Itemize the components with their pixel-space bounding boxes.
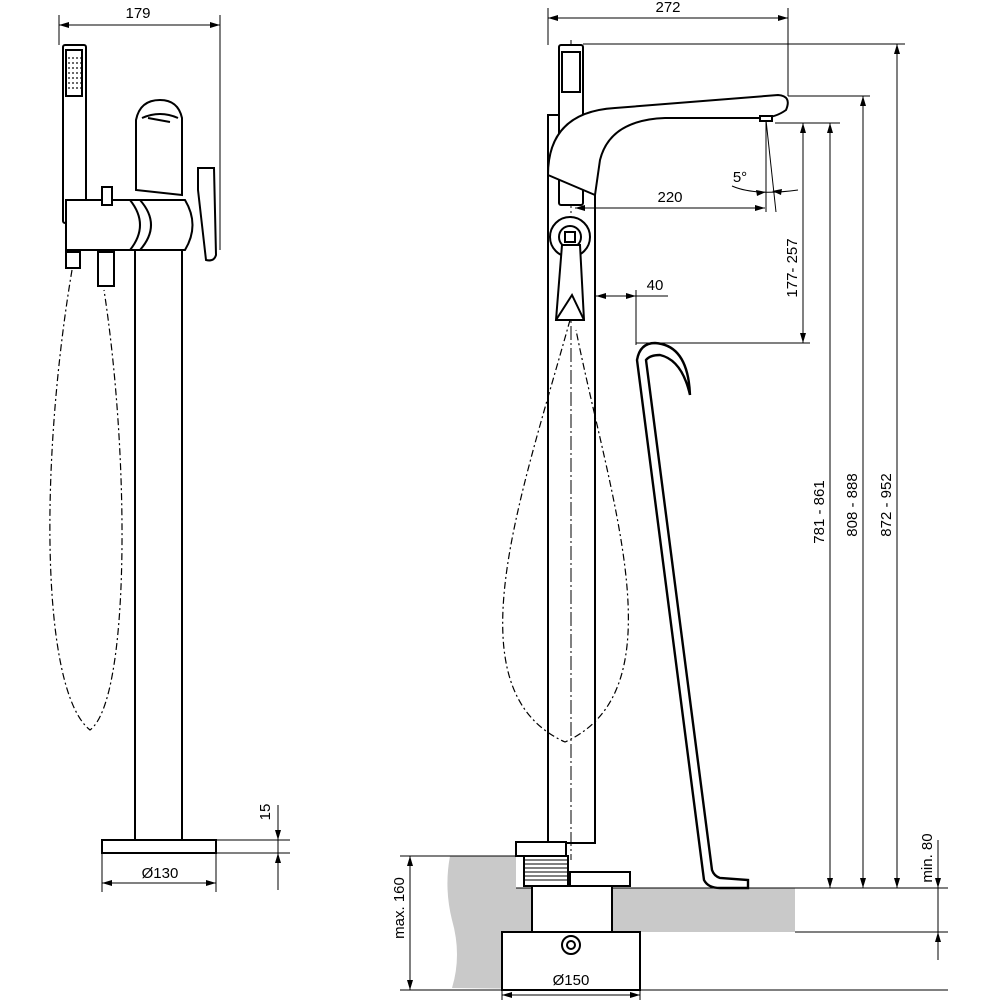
side-view: 179 15 Ø130 (49, 5, 290, 892)
side-diverter (101, 186, 113, 206)
dim-side-width: 179 (125, 5, 150, 22)
front-body (531, 885, 613, 933)
front-handshower-cone (554, 244, 586, 321)
side-spout (135, 98, 183, 197)
side-base (101, 839, 217, 854)
side-lever (197, 167, 218, 262)
dim-base-diameter-front: Ø150 (553, 972, 590, 989)
dim-spout-angle: 5° (733, 169, 747, 186)
dim-height-c: 872 - 952 (878, 473, 895, 536)
dim-handshower-offset: 40 (647, 277, 664, 294)
side-connector-right (97, 251, 115, 287)
front-collar (515, 841, 567, 857)
dim-install-depth-min: min. 80 (919, 833, 936, 882)
front-spout (546, 93, 789, 197)
front-hose (502, 319, 629, 743)
bathtub-rim (635, 341, 750, 890)
side-connector-left (65, 251, 81, 269)
side-column (134, 244, 183, 841)
front-cover (569, 871, 631, 887)
side-mixer-body (65, 199, 194, 251)
dim-front-width: 272 (655, 0, 680, 16)
dim-install-depth-max: max. 160 (391, 877, 408, 939)
dim-height-b: 808 - 888 (844, 473, 861, 536)
side-hose (49, 269, 123, 731)
dim-base-diameter-side: Ø130 (142, 865, 179, 882)
dim-spout-drop: 177- 257 (784, 238, 801, 297)
dim-spout-reach: 220 (657, 189, 682, 206)
dim-base-thickness: 15 (257, 804, 274, 821)
front-view: 272 220 5° 40 177- 257 781 - 861 808 - 8… (391, 0, 948, 1000)
dim-height-a: 781 - 861 (811, 480, 828, 543)
side-handshower-nozzles (68, 57, 82, 89)
